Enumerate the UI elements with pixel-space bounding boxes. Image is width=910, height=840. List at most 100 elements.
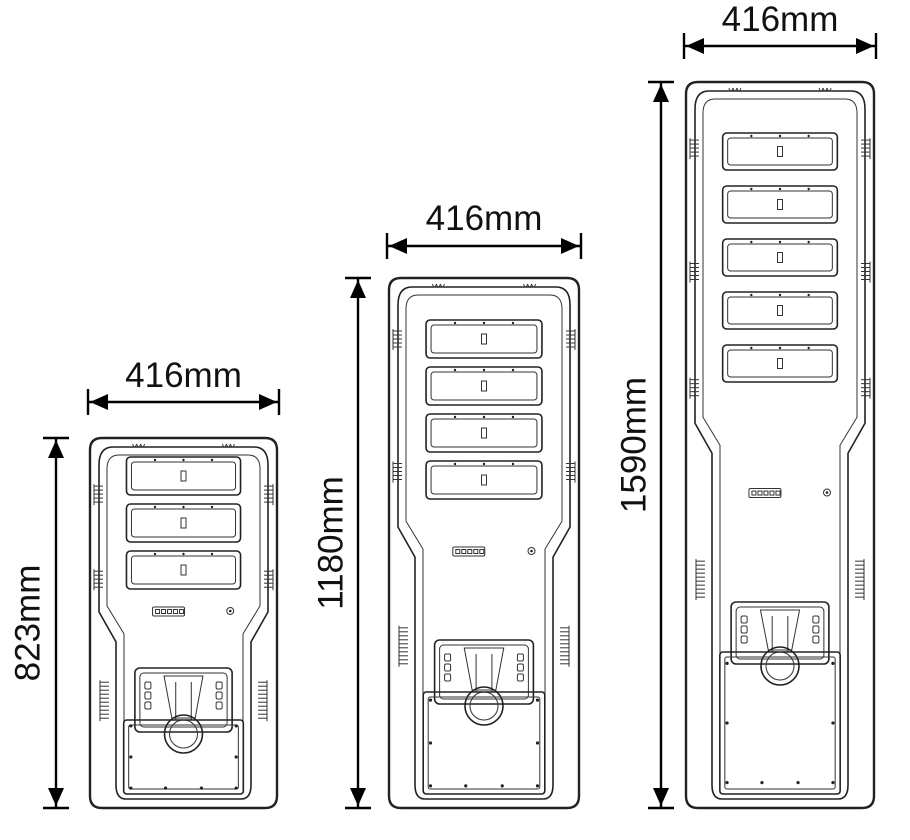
pole-socket-icon	[163, 714, 204, 754]
screw-icon	[535, 741, 540, 745]
led-panel	[425, 413, 543, 453]
led-panel	[425, 366, 543, 406]
screw-icon	[199, 786, 204, 790]
top-hook-icon	[221, 443, 235, 448]
width-label: 416mm	[722, 0, 839, 39]
screw-icon	[129, 786, 133, 790]
led-panel	[721, 132, 839, 171]
screw-icon	[796, 781, 800, 785]
panel-sensor-icon	[481, 333, 487, 345]
screw-icon	[500, 784, 504, 788]
panel-sensor-icon	[180, 470, 187, 482]
lamp-inner-frame	[98, 446, 269, 800]
switch-button-icon	[823, 488, 831, 497]
screw-icon	[234, 724, 238, 728]
side-vent-right	[861, 261, 871, 283]
side-vent-left	[689, 377, 699, 399]
screw-icon	[129, 724, 133, 728]
led-panel	[425, 319, 543, 359]
lamp-1	[88, 436, 279, 810]
side-vent-right	[566, 329, 576, 350]
height-label: 823mm	[8, 565, 47, 682]
switch-button-icon	[226, 607, 235, 615]
panel-sensor-icon	[777, 305, 783, 316]
led-panel	[125, 550, 242, 590]
panel-sensor-icon	[180, 564, 187, 576]
led-panel	[125, 456, 242, 496]
screw-icon	[725, 661, 729, 665]
arrow-down-icon	[653, 788, 669, 806]
lower-vent-left	[398, 625, 408, 667]
lower-vent-right	[855, 559, 865, 601]
led-panel	[125, 503, 242, 543]
height-label: 1180mm	[311, 476, 350, 610]
dimensions-2: 416mm 1180mm	[311, 199, 583, 810]
lower-vent-left	[99, 680, 109, 722]
switch-button-icon	[527, 547, 536, 555]
panel-sensor-icon	[777, 252, 783, 263]
screw-icon	[725, 721, 729, 725]
height-label: 1590mm	[614, 377, 653, 513]
lower-vent-left	[695, 559, 705, 601]
screw-icon	[234, 755, 238, 759]
side-vent-right	[566, 461, 576, 483]
led-panel	[721, 344, 839, 383]
width-label: 416mm	[426, 199, 543, 238]
lower-vent-right	[560, 625, 570, 667]
battery-box	[719, 651, 841, 795]
lamp-inner-frame	[397, 286, 571, 800]
led-panel	[721, 185, 839, 224]
arrow-left-icon	[90, 394, 108, 410]
lamp-inner-frame	[694, 90, 866, 800]
side-vent-left	[93, 569, 103, 591]
panel-sensor-icon	[481, 380, 487, 392]
arrow-up-icon	[653, 84, 669, 102]
screw-icon	[464, 784, 468, 788]
lamp-2	[387, 276, 581, 810]
side-vent-left	[392, 329, 402, 350]
lower-vent-right	[258, 680, 268, 722]
led-panel	[721, 238, 839, 277]
lamp-housing	[88, 436, 279, 810]
screw-icon	[831, 721, 835, 725]
panel-sensor-icon	[180, 517, 187, 529]
arrow-left-icon	[686, 38, 704, 54]
screw-icon	[831, 781, 835, 785]
mount-bracket	[134, 667, 233, 754]
arrow-right-icon	[561, 238, 579, 254]
top-hook-icon	[818, 87, 832, 92]
led-panel	[721, 291, 839, 330]
arrow-up-icon	[350, 280, 366, 298]
lamp-rim	[405, 294, 563, 791]
side-vent-left	[93, 484, 103, 506]
panel-sensor-icon	[777, 358, 783, 369]
screw-icon	[428, 741, 433, 745]
lamp-housing	[387, 276, 581, 810]
top-hook-icon	[728, 87, 742, 92]
panel-sensor-icon	[481, 474, 487, 486]
panel-sensor-icon	[777, 146, 783, 157]
screw-icon	[725, 781, 729, 785]
side-vent-right	[264, 569, 274, 591]
arrow-right-icon	[259, 394, 277, 410]
lamp-3	[684, 80, 876, 810]
side-vent-left	[689, 261, 699, 283]
indicator-strip	[152, 606, 186, 617]
screw-icon	[163, 786, 168, 790]
lamp-rim	[702, 98, 858, 791]
screw-icon	[535, 698, 540, 702]
arrow-down-icon	[350, 788, 366, 806]
lamp-rim	[106, 454, 261, 791]
screw-icon	[129, 755, 133, 759]
indicator-strip	[748, 488, 782, 499]
side-vent-right	[264, 484, 274, 506]
arrow-up-icon	[48, 440, 64, 458]
arrow-left-icon	[389, 238, 407, 254]
pole-socket-icon	[464, 686, 504, 726]
pole-socket-icon	[760, 646, 800, 686]
top-hook-icon	[132, 443, 146, 448]
mount-bracket	[433, 639, 535, 726]
top-hook-icon	[523, 283, 537, 288]
panel-sensor-icon	[777, 199, 783, 210]
